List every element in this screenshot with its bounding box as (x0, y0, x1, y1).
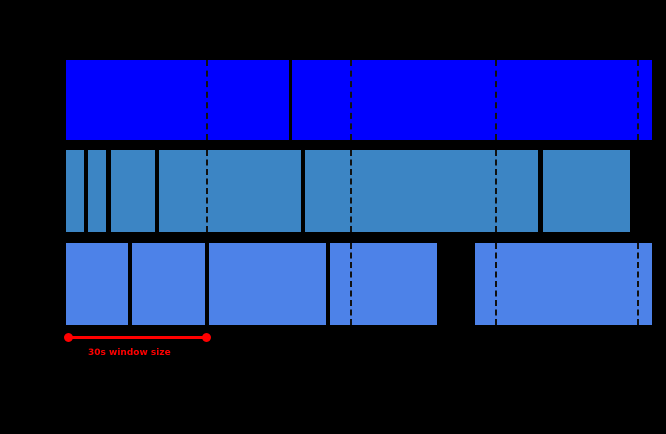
timeline-segment (543, 150, 630, 232)
timeline-segment (88, 150, 106, 232)
timeline-segment (111, 150, 155, 232)
timeline-segment (330, 243, 437, 325)
timeline-segment (159, 150, 301, 232)
timeline-row-track-3 (0, 243, 666, 325)
timeline-segment (305, 150, 538, 232)
window-size-right-marker (202, 333, 211, 342)
timeline-segment (475, 243, 652, 325)
timeline-segment (209, 243, 326, 325)
timeline-segment (66, 60, 289, 140)
timeline-row-track-2 (0, 150, 666, 232)
timeline-segment (292, 60, 652, 140)
timeline-row-track-1 (0, 60, 666, 140)
timeline-segment (66, 150, 84, 232)
window-size-line (68, 336, 207, 339)
window-size-left-marker (64, 333, 73, 342)
timeline-segment (132, 243, 205, 325)
window-size-label: 30s window size (88, 348, 171, 358)
timeline-segment (66, 243, 128, 325)
